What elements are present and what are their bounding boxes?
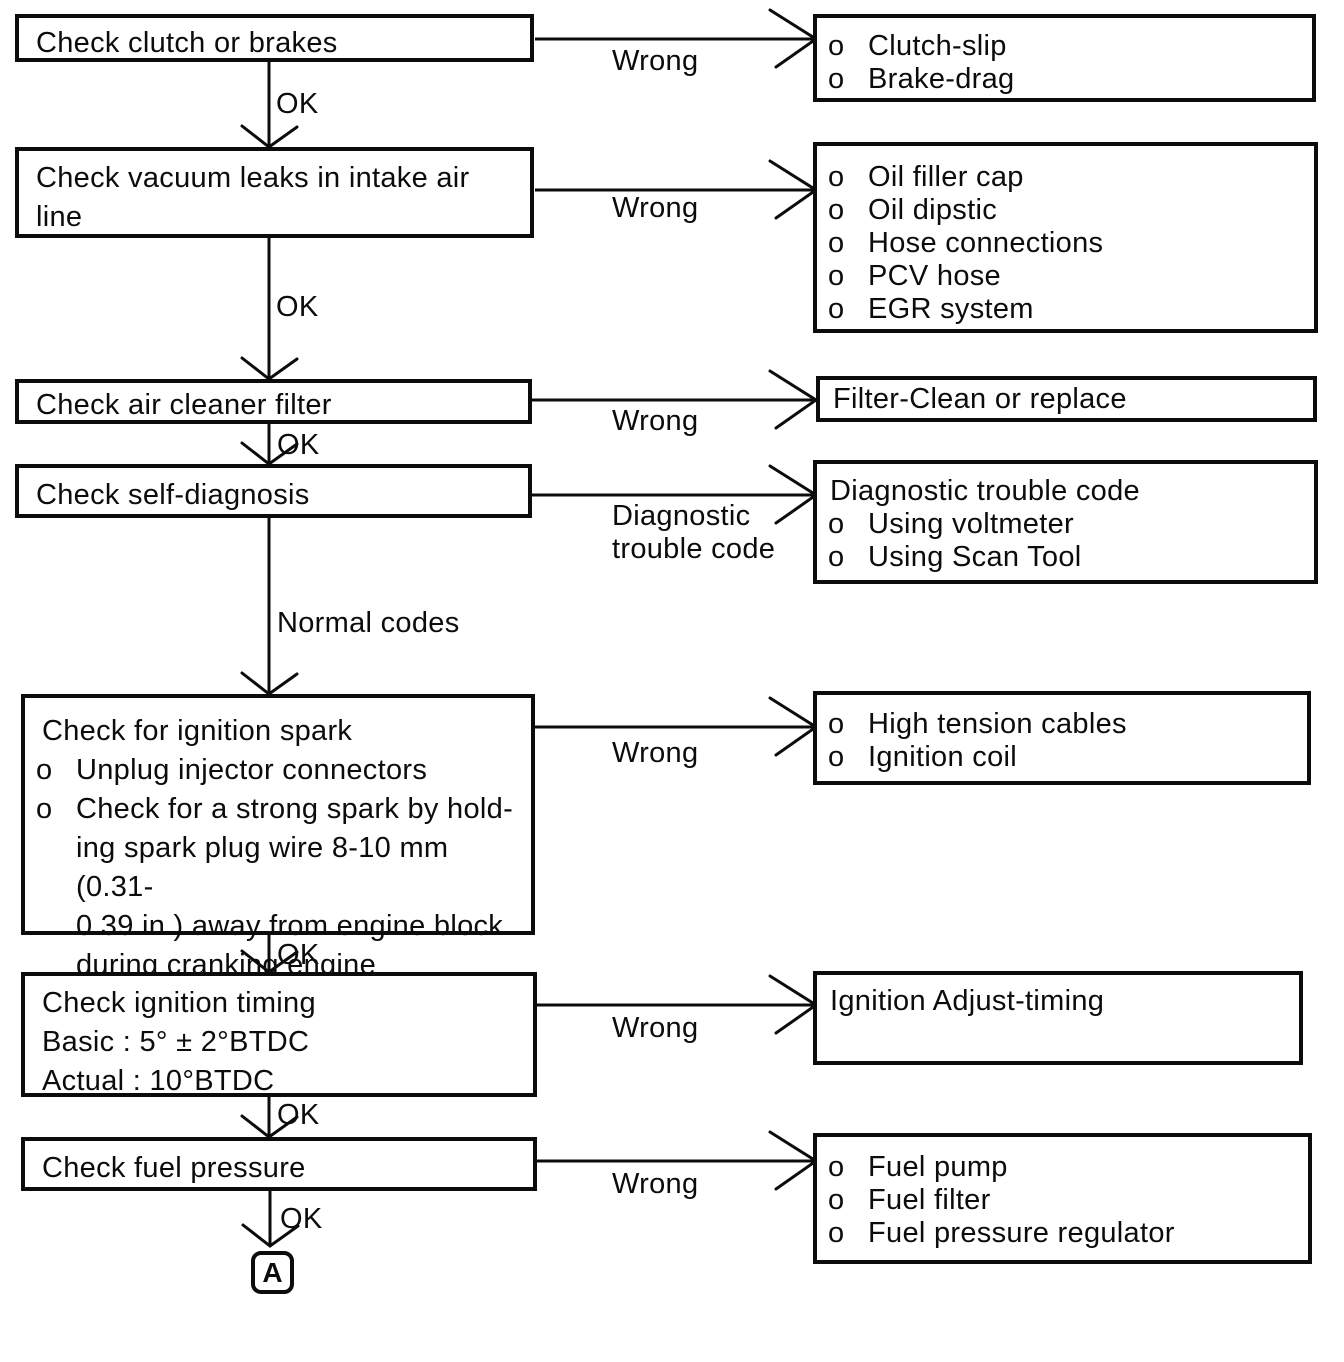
bullet: o (828, 260, 845, 292)
result-item-row: o Fuel pump (817, 1151, 1308, 1184)
result-item-row: o Fuel filter (817, 1184, 1308, 1217)
connector-a: A (251, 1251, 294, 1294)
step-label: Check vacuum leaks in intake air line (36, 162, 470, 233)
step-check-ignition-spark: Check for ignition spark o Unplug inject… (21, 694, 535, 981)
arrow-down-7 (241, 1191, 300, 1248)
result-item: High tension cables (868, 708, 1127, 740)
bullet: o (828, 541, 845, 573)
step-title: Check for ignition spark (42, 715, 353, 747)
bullet: o (828, 741, 845, 773)
edge-label-diagnostic-trouble-code: Diagnostic trouble code (612, 500, 776, 565)
bullet: o (828, 194, 845, 226)
edge-label-wrong: Wrong (612, 1012, 699, 1044)
result-item: EGR system (868, 293, 1034, 325)
result-item: Clutch-slip (868, 30, 1007, 62)
bullet: o (828, 30, 845, 62)
result-item: Using voltmeter (868, 508, 1074, 540)
result-item: Fuel filter (868, 1184, 991, 1216)
result-ignition-timing: Ignition Adjust-timing (813, 971, 1303, 1065)
result-item-row: o Using voltmeter (817, 508, 1314, 541)
result-self-diagnosis: Diagnostic trouble code o Using voltmete… (813, 460, 1318, 584)
bullet: o (828, 293, 845, 325)
step-check-vacuum-leaks: Check vacuum leaks in intake air line (15, 147, 534, 238)
step-check-clutch: Check clutch or brakes (15, 14, 534, 62)
edge-label-wrong: Wrong (612, 192, 699, 224)
step-label: Check fuel pressure (42, 1152, 306, 1184)
result-item-row: o High tension cables (817, 708, 1307, 741)
result-item-row: o Oil filler cap (817, 161, 1314, 194)
edge-label-wrong: Wrong (612, 45, 699, 77)
bullet: o (828, 708, 845, 740)
bullet: o (828, 1184, 845, 1216)
result-item: Fuel pump (868, 1151, 1008, 1183)
result-item-row: o EGR system (817, 293, 1314, 326)
result-vacuum: o Oil filler cap o Oil dipstic o Hose co… (813, 142, 1318, 333)
bullet: o (828, 161, 845, 193)
result-air-cleaner: Filter-Clean or replace (816, 376, 1317, 422)
edge-label-ok: OK (276, 88, 319, 120)
edge-label-ok: OK (276, 291, 319, 323)
result-item-row: o Clutch-slip (817, 30, 1312, 63)
bullet: o (828, 63, 845, 95)
result-item-row: o Ignition coil (817, 741, 1307, 774)
result-item-row: o Hose connections (817, 227, 1314, 260)
edge-label-ok: OK (277, 1099, 320, 1131)
result-item: Fuel pressure regulator (868, 1217, 1175, 1249)
result-item: Brake-drag (868, 63, 1015, 95)
step-bullet-text: Unplug injector connectors (76, 754, 428, 786)
result-ignition-spark: o High tension cables o Ignition coil (813, 691, 1311, 785)
step-check-ignition-timing: Check ignition timing Basic : 5° ± 2°BTD… (21, 972, 537, 1097)
step-bullet-text: Check for a strong spark by hold- ing sp… (76, 793, 514, 981)
step-label: Check self-diagnosis (36, 479, 310, 511)
step-label: Check clutch or brakes (36, 27, 338, 59)
bullet: o (828, 227, 845, 259)
step-label: Check ignition timing Basic : 5° ± 2°BTD… (42, 987, 316, 1097)
edge-label-wrong: Wrong (612, 405, 699, 437)
edge-label-wrong: Wrong (612, 737, 699, 769)
result-item: PCV hose (868, 260, 1001, 292)
result-item-row: o PCV hose (817, 260, 1314, 293)
step-bullet-item: o Check for a strong spark by hold- ing … (25, 790, 531, 985)
result-label: Ignition Adjust-timing (830, 985, 1105, 1017)
result-item-row: o Oil dipstic (817, 194, 1314, 227)
result-item: Ignition coil (868, 741, 1017, 773)
bullet: o (36, 793, 53, 825)
result-item: Oil filler cap (868, 161, 1024, 193)
edge-label-ok: OK (277, 939, 320, 971)
result-item-row: o Brake-drag (817, 63, 1312, 96)
result-fuel-pressure: o Fuel pump o Fuel filter o Fuel pressur… (813, 1133, 1312, 1264)
result-item: Using Scan Tool (868, 541, 1082, 573)
result-clutch: o Clutch-slip o Brake-drag (813, 14, 1316, 102)
step-bullet-item: o Unplug injector connectors (25, 751, 531, 790)
bullet: o (36, 754, 53, 786)
bullet: o (828, 1217, 845, 1249)
result-title: Diagnostic trouble code (830, 475, 1140, 507)
bullet: o (828, 508, 845, 540)
edge-label-ok: OK (277, 429, 320, 461)
bullet: o (828, 1151, 845, 1183)
step-label: Check air cleaner filter (36, 389, 332, 421)
result-item-row: o Using Scan Tool (817, 541, 1314, 574)
connector-a-label: A (262, 1256, 283, 1288)
step-check-self-diagnosis: Check self-diagnosis (15, 464, 532, 518)
arrow-down-4 (240, 518, 299, 696)
result-item: Oil dipstic (868, 194, 997, 226)
edge-label-ok: OK (280, 1203, 323, 1235)
edge-label-wrong: Wrong (612, 1168, 699, 1200)
arrow-head (241, 1223, 300, 1248)
result-label: Filter-Clean or replace (833, 383, 1127, 415)
result-item: Hose connections (868, 227, 1104, 259)
result-item-row: o Fuel pressure regulator (817, 1217, 1308, 1250)
step-check-air-cleaner: Check air cleaner filter (15, 379, 532, 424)
step-check-fuel-pressure: Check fuel pressure (21, 1137, 537, 1191)
edge-label-normal-codes: Normal codes (277, 607, 460, 639)
